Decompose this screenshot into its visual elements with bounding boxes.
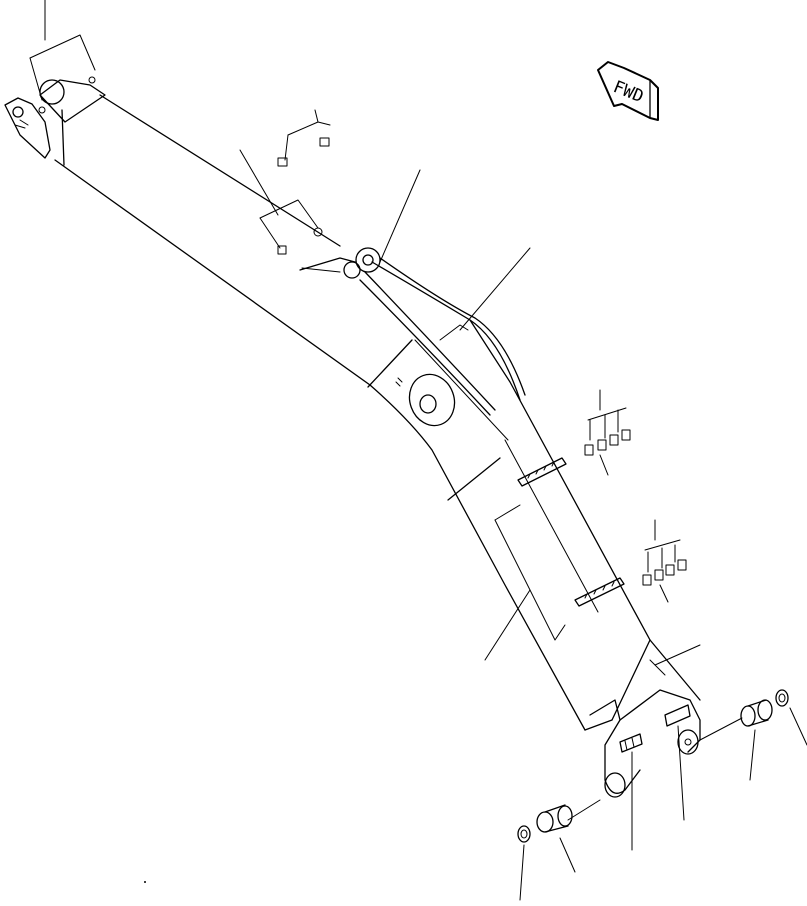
foot-leader-lines [29, 0, 96, 101]
arm-cylinder-bracket [299, 169, 421, 279]
bushing-right [699, 699, 773, 781]
arm-pin-right [664, 704, 691, 821]
hydraulic-hoses [359, 247, 531, 416]
boom-cylinder-boss [395, 373, 456, 427]
clamp-group-upper [517, 389, 631, 487]
washer-left [517, 825, 531, 901]
boom-top-bracket [589, 644, 701, 798]
fwd-label: FWD [610, 77, 646, 107]
arm-pin-left [619, 733, 643, 851]
boom-body [54, 94, 701, 731]
clamp-group-lower [574, 519, 687, 607]
washer-right [775, 689, 807, 746]
fwd-direction-arrow: FWD [597, 61, 659, 121]
bushing-left [536, 799, 601, 873]
boom-foot-bracket [4, 76, 106, 159]
upper-fittings [239, 109, 331, 255]
mid-leader-line [484, 589, 531, 661]
speck-mark [144, 881, 146, 883]
